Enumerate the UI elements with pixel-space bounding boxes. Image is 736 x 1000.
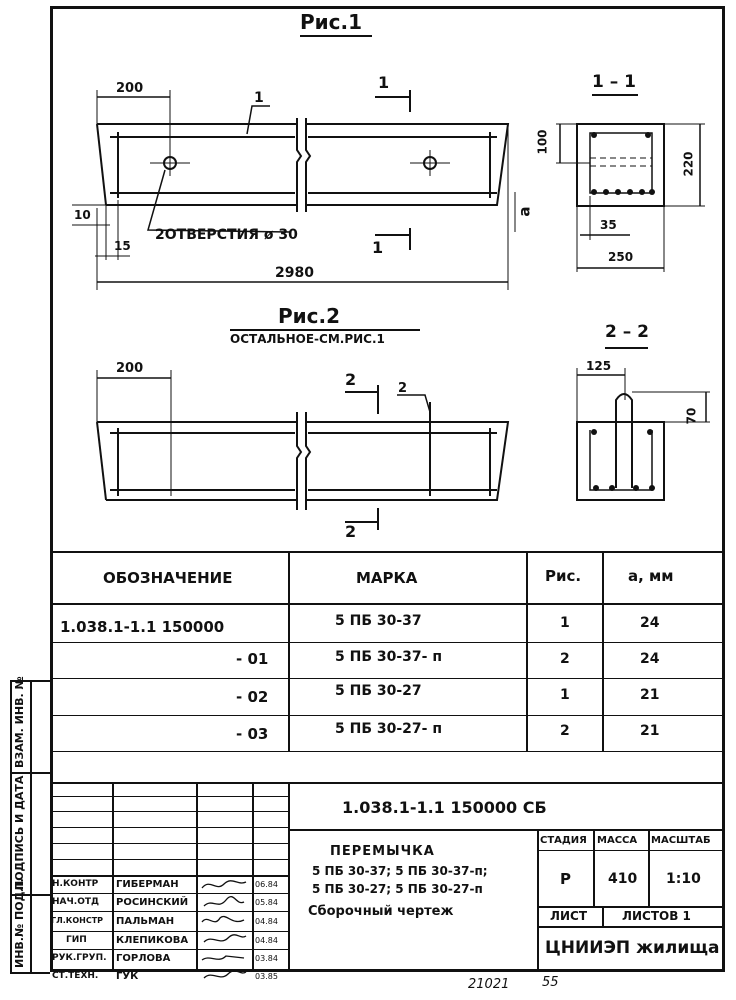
fig2-subtitle: ОСТАЛЬНОЕ-СМ.РИС.1 [230, 332, 385, 346]
dim-200-fig1: 200 [116, 81, 144, 96]
product-name: ПЕРЕМЫЧКА [330, 844, 435, 859]
fig1-title: Рис.1 [300, 10, 363, 34]
dim-100: 100 [535, 129, 550, 155]
table-row-2-a: 21 [640, 687, 660, 703]
holes-note: 2ОТВЕРСТИЯ ø 30 [155, 227, 298, 243]
table-row-1-designation: - 01 [236, 650, 269, 668]
sheet-label: ЛИСТ [550, 909, 588, 923]
name-4: ГОРЛОВА [116, 953, 171, 964]
header-fig: Рис. [545, 567, 582, 585]
table-row-2-designation: - 02 [236, 688, 269, 706]
table-row-1-a: 24 [640, 651, 660, 667]
header-designation: ОБОЗНАЧЕНИЕ [103, 569, 233, 587]
mass-value: 410 [608, 871, 638, 887]
name-1: РОСИНСКИЙ [116, 897, 189, 908]
role-1: НАЧ.ОТД [52, 897, 99, 907]
section-2-2-title: 2 – 2 [605, 322, 649, 342]
stage-value: Р [560, 870, 571, 888]
table-row-3-a: 21 [640, 723, 660, 739]
role-5: СТ.ТЕХН. [52, 971, 99, 981]
mass-label: МАССА [597, 835, 638, 846]
dim-200-fig2: 200 [116, 361, 144, 376]
role-0: Н.КОНТР [52, 879, 99, 889]
header-a: а, мм [628, 567, 674, 585]
position-2-label: 2 [398, 381, 408, 396]
table-row-0-fig: 1 [560, 615, 570, 631]
date-2: 04.84 [255, 917, 278, 926]
date-3: 04.84 [255, 936, 278, 945]
fig1-beam-left-edge [96, 123, 107, 206]
stage-label: СТАДИЯ [540, 835, 587, 846]
dim-125: 125 [586, 359, 612, 373]
sec22-outline [576, 421, 665, 501]
footer-page: 55 [542, 975, 559, 990]
dim-2980: 2980 [275, 265, 314, 281]
header-mark: МАРКА [356, 569, 418, 587]
table-row-0-mark: 5 ПБ 30-37 [335, 613, 422, 629]
table-row-0-a: 24 [640, 615, 660, 631]
name-0: ГИБЕРМАН [116, 879, 179, 890]
position-1-label: 1 [254, 90, 264, 106]
cut-2-bottom-label: 2 [345, 522, 357, 541]
dim-10: 10 [74, 208, 91, 222]
drawing-frame [50, 6, 725, 972]
table-row-1-mark: 5 ПБ 30-37- п [335, 649, 443, 665]
date-0: 06.84 [255, 880, 278, 889]
dim-250: 250 [608, 250, 634, 264]
name-2: ПАЛЬМАН [116, 916, 175, 927]
table-row-0-designation: 1.038.1-1.1 150000 [60, 618, 225, 636]
scale-label: МАСШТАБ [651, 835, 711, 846]
product-marks-line2: 5 ПБ 30-27; 5 ПБ 30-27-п [312, 882, 483, 896]
table-row-3-mark: 5 ПБ 30-27- п [335, 721, 443, 737]
date-5: 03.85 [255, 972, 278, 981]
stamp-replace-inv: ВЗАМ. ИНВ. № [13, 676, 26, 768]
table-row-1-fig: 2 [560, 651, 570, 667]
cut-1-top-label: 1 [378, 73, 390, 92]
cut-2-top-label: 2 [345, 370, 357, 389]
table-row-3-designation: - 03 [236, 725, 269, 743]
dim-35: 35 [600, 218, 617, 232]
table-row-2-fig: 1 [560, 687, 570, 703]
table-row-3-fig: 2 [560, 723, 570, 739]
role-3: ГИП [66, 935, 87, 945]
date-1: 05.84 [255, 898, 278, 907]
dim-70: 70 [684, 407, 699, 425]
stamp-sign-date: ПОДПИСЬ И ДАТА [13, 775, 26, 890]
signatures [201, 880, 247, 979]
name-3: КЛЕПИКОВА [116, 935, 189, 946]
date-4: 03.84 [255, 954, 278, 963]
fig2-title: Рис.2 [278, 304, 341, 328]
role-2: ГЛ.КОНСТР [51, 916, 104, 925]
role-4: РУК.ГРУП. [52, 953, 107, 963]
sheets-label: ЛИСТОВ 1 [622, 909, 691, 923]
dim-220: 220 [681, 151, 696, 177]
scale-value: 1:10 [666, 871, 701, 887]
organization: ЦНИИЭП жилища [545, 938, 720, 958]
product-marks-line1: 5 ПБ 30-37; 5 ПБ 30-37-п; [312, 864, 488, 878]
section-1-1-title: 1 – 1 [592, 72, 636, 92]
dim-a: a [515, 206, 534, 217]
doc-code: 1.038.1-1.1 150000 СБ [342, 798, 547, 817]
stamp-inv-original: ИНВ.№ ПОДЛ. [13, 878, 26, 968]
drawing-area [72, 35, 710, 530]
footer-number: 21021 [468, 977, 510, 992]
dim-15: 15 [114, 239, 131, 253]
drawing-type: Сборочный чертеж [308, 904, 454, 919]
cut-1-bottom-label: 1 [372, 238, 384, 257]
table-row-2-mark: 5 ПБ 30-27 [335, 683, 422, 699]
sec11-outline [576, 123, 665, 207]
name-5: ГУК [116, 971, 139, 982]
